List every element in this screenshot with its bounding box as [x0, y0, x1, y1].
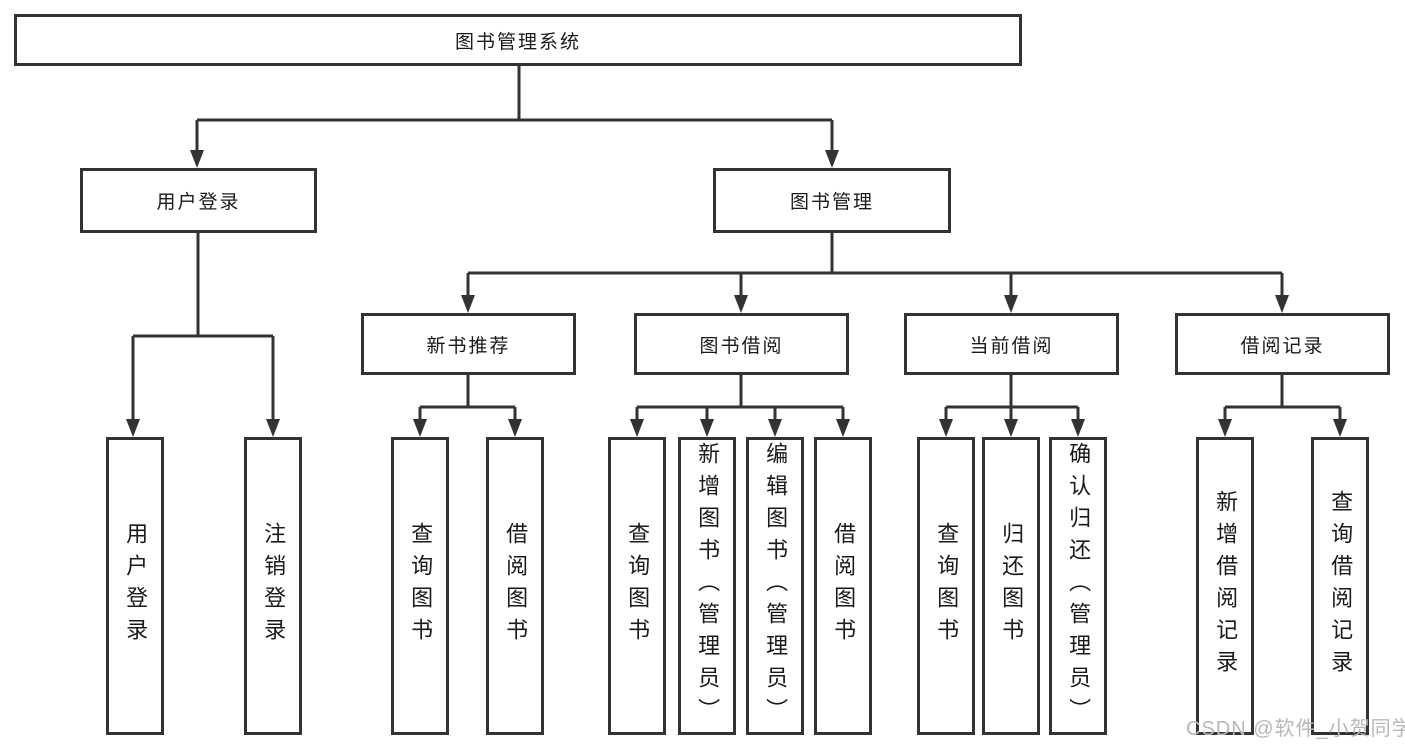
node-new-book-recommend: 新书推荐	[361, 313, 576, 375]
arrowhead-icon	[266, 419, 280, 437]
node-current-borrow: 当前借阅	[904, 313, 1119, 375]
leaf-logout: 注销登录	[244, 437, 302, 735]
connector-book-mgmt-to-level3	[466, 233, 1284, 297]
watermark: CSDN @软件_小贺同学	[1186, 718, 1405, 740]
leaf-query-book-3-label: 查询图书	[934, 522, 960, 650]
node-root: 图书管理系统	[14, 14, 1022, 66]
leaf-add-borrow-record-label: 新增借阅记录	[1213, 490, 1239, 682]
arrowhead-icon	[939, 419, 953, 437]
connector-book-borrow-children	[635, 375, 845, 421]
arrowhead-icon	[768, 419, 782, 437]
connector-borrow-records-children	[1223, 375, 1342, 421]
arrowhead-icon	[1333, 419, 1347, 437]
connector-root-to-level2	[195, 66, 834, 152]
leaf-borrow-book-1: 借阅图书	[486, 437, 544, 735]
arrowhead-icon	[461, 295, 475, 313]
leaf-add-book-admin-label: 新增图书（管理员）	[695, 442, 721, 730]
node-book-management: 图书管理	[713, 168, 951, 233]
leaf-user-login-label: 用户登录	[123, 522, 149, 650]
node-user-login: 用户登录	[80, 168, 317, 233]
connector-user-login-children	[131, 233, 275, 421]
connector-current-borrow-children	[944, 375, 1080, 421]
arrowhead-icon	[700, 419, 714, 437]
arrowhead-icon	[1071, 419, 1085, 437]
leaf-add-borrow-record: 新增借阅记录	[1196, 437, 1254, 735]
arrowhead-icon	[836, 419, 850, 437]
leaf-confirm-return-admin-label: 确认归还（管理员）	[1066, 442, 1092, 730]
leaf-add-book-admin: 新增图书（管理员）	[678, 437, 736, 735]
arrowhead-icon	[190, 150, 204, 168]
leaf-return-book: 归还图书	[982, 437, 1040, 735]
leaf-query-book-2-label: 查询图书	[625, 522, 651, 650]
arrowhead-icon	[126, 419, 140, 437]
arrowhead-icon	[1218, 419, 1232, 437]
node-borrow-records: 借阅记录	[1175, 313, 1390, 375]
leaf-borrow-book-1-label: 借阅图书	[503, 522, 529, 650]
arrowhead-icon	[630, 419, 644, 437]
leaf-logout-label: 注销登录	[261, 522, 287, 650]
node-new-book-recommend-label: 新书推荐	[426, 335, 511, 357]
node-current-borrow-label: 当前借阅	[969, 335, 1054, 357]
arrowhead-icon	[1275, 295, 1289, 313]
arrowhead-icon	[1004, 295, 1018, 313]
arrowhead-icon	[825, 150, 839, 168]
leaf-query-book-1-label: 查询图书	[408, 522, 434, 650]
node-book-management-label: 图书管理	[789, 192, 874, 213]
arrowhead-icon	[1004, 419, 1018, 437]
arrowhead-icon	[508, 419, 522, 437]
leaf-borrow-book-2: 借阅图书	[814, 437, 872, 735]
leaf-borrow-book-2-label: 借阅图书	[831, 522, 857, 650]
leaf-confirm-return-admin: 确认归还（管理员）	[1049, 437, 1107, 735]
connector-new-book-children	[418, 375, 517, 421]
leaf-return-book-label: 归还图书	[999, 522, 1025, 650]
arrowhead-icon	[413, 419, 427, 437]
node-user-login-label: 用户登录	[156, 192, 241, 213]
leaf-query-borrow-record-label: 查询借阅记录	[1328, 490, 1354, 682]
node-borrow-records-label: 借阅记录	[1240, 335, 1325, 357]
arrowhead-icon	[734, 295, 748, 313]
leaf-edit-book-admin: 编辑图书（管理员）	[746, 437, 804, 735]
leaf-query-book-2: 查询图书	[608, 437, 666, 735]
leaf-query-book-1: 查询图书	[391, 437, 449, 735]
leaf-query-borrow-record: 查询借阅记录	[1311, 437, 1369, 735]
leaf-query-book-3: 查询图书	[917, 437, 975, 735]
node-book-borrow-label: 图书借阅	[699, 335, 784, 357]
node-book-borrow: 图书借阅	[634, 313, 849, 375]
leaf-user-login: 用户登录	[106, 437, 164, 735]
leaf-edit-book-admin-label: 编辑图书（管理员）	[763, 442, 789, 730]
node-root-label: 图书管理系统	[454, 31, 581, 53]
